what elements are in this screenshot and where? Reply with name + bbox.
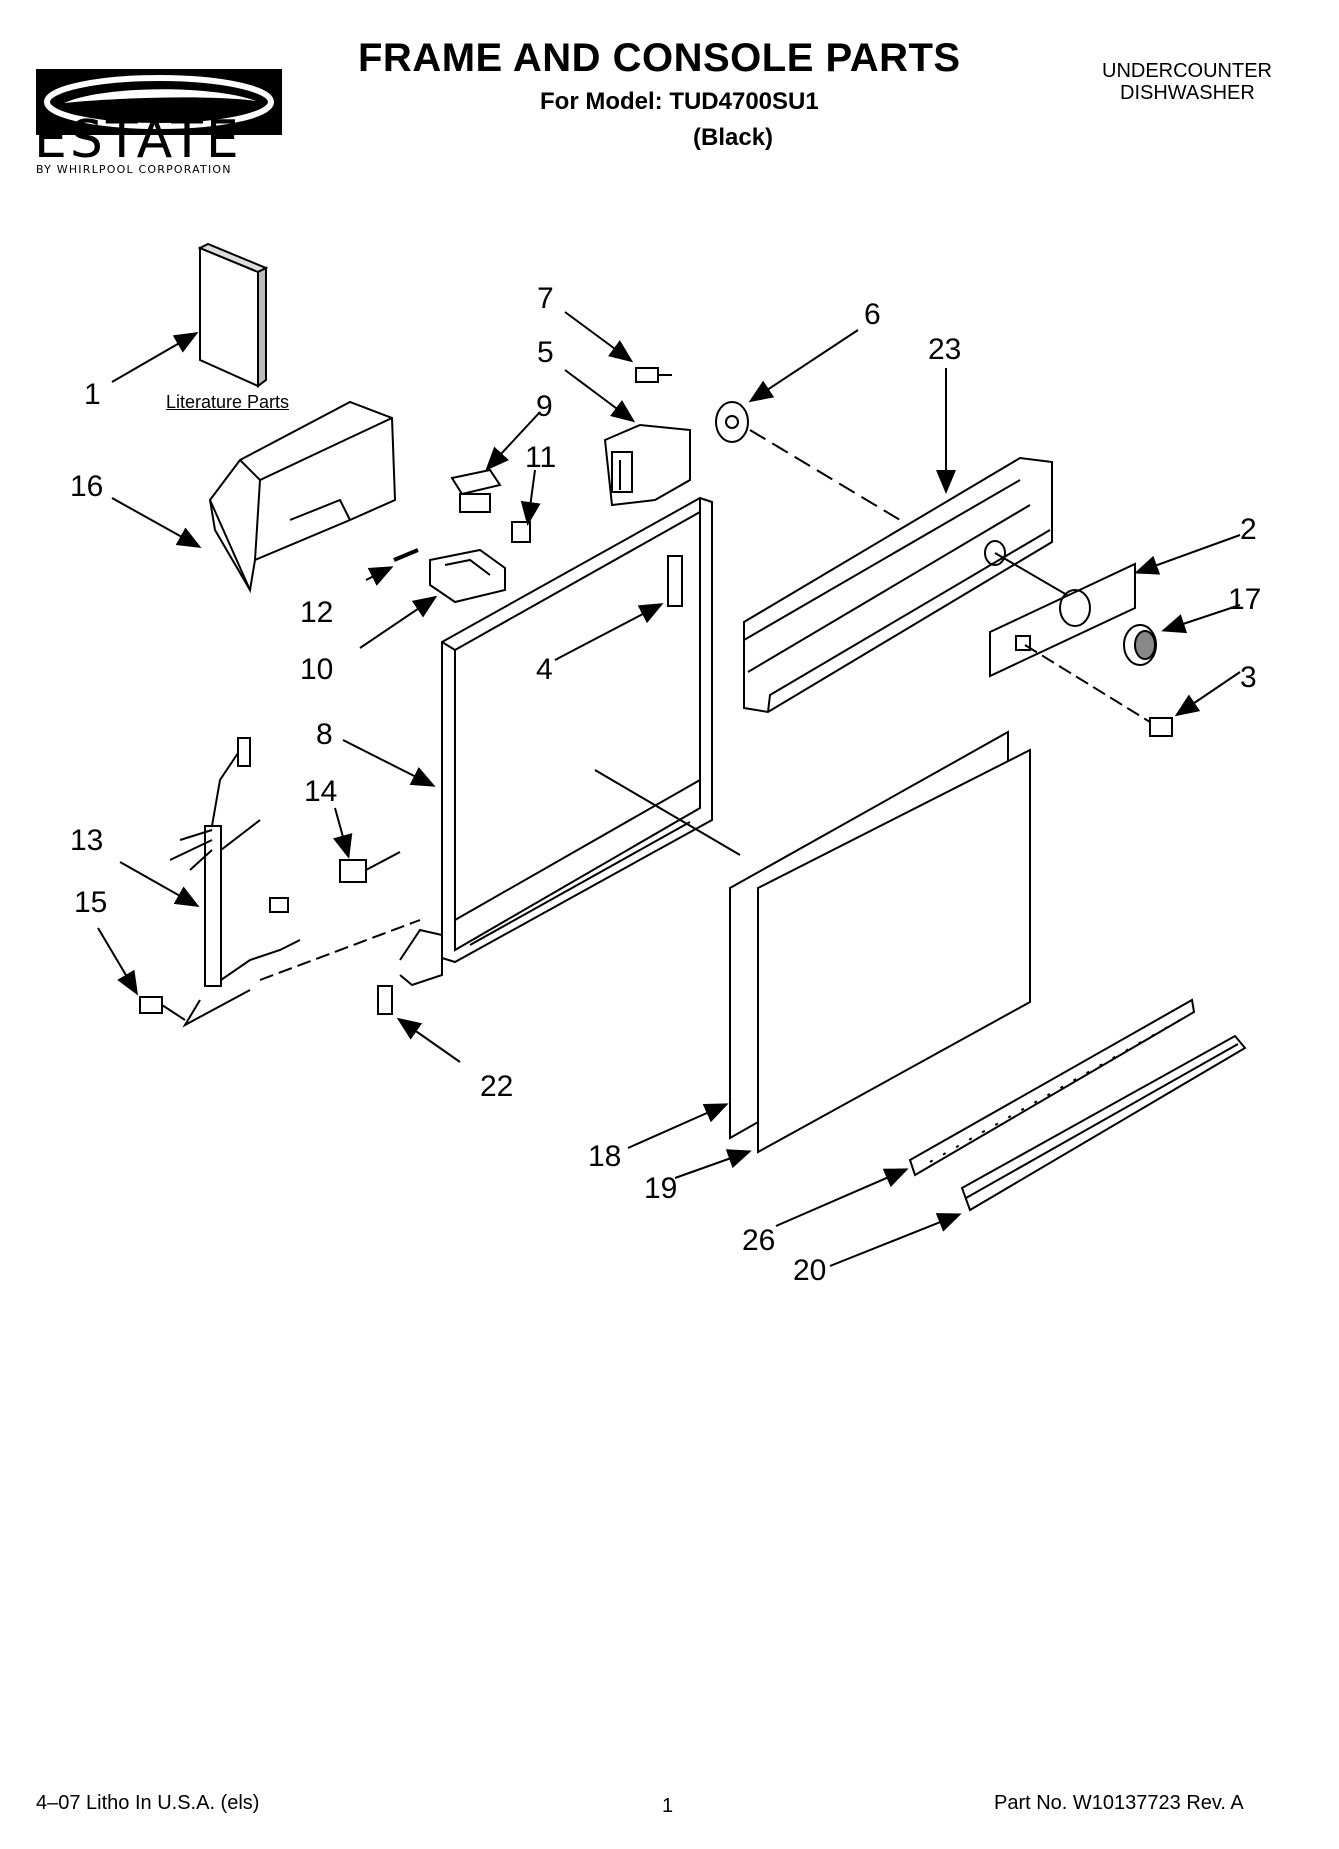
part-7-screw (635, 367, 672, 383)
callout-10: 10 (300, 653, 334, 686)
part-15-screw (139, 996, 186, 1021)
brand-name: ESTATE (34, 110, 242, 170)
part-5-switch (603, 423, 691, 507)
footer-print-info: 4–07 Litho In U.S.A. (els) (36, 1792, 260, 1814)
callout-22: 22 (480, 1070, 514, 1103)
callout-14: 14 (304, 775, 338, 808)
part-14-switch (339, 851, 401, 883)
product-type-line1: UNDERCOUNTER (1102, 60, 1272, 82)
callout-5: 5 (537, 336, 554, 369)
part-13-harness (169, 737, 421, 1028)
callout-4: 4 (536, 653, 553, 686)
callout-11: 11 (525, 441, 557, 474)
part-11 (511, 521, 531, 543)
callout-3: 3 (1240, 661, 1257, 694)
brand-subtitle: BY WHIRLPOOL CORPORATION (36, 163, 232, 176)
callout-17: 17 (1228, 583, 1262, 616)
part-17-knob (1123, 624, 1157, 666)
model-color: (Black) (693, 124, 774, 151)
callout-26: 26 (742, 1224, 776, 1257)
part-12 (393, 548, 419, 562)
callout-9: 9 (536, 390, 553, 423)
callout-8: 8 (316, 718, 333, 751)
callout-1: 1 (84, 378, 101, 411)
callout-19: 19 (644, 1172, 678, 1205)
part-8-frame (399, 496, 741, 987)
part-19-panel (757, 748, 1031, 1154)
page-title: FRAME AND CONSOLE PARTS (358, 36, 961, 80)
callout-20: 20 (793, 1254, 827, 1287)
callout-6: 6 (864, 298, 881, 331)
callout-16: 16 (70, 470, 104, 503)
part-23-console (743, 456, 1111, 714)
part-20-rail (960, 1034, 1247, 1212)
product-type-line2: DISHWASHER (1120, 82, 1255, 104)
callout-23: 23 (928, 333, 962, 366)
literature-booklet (197, 242, 269, 388)
page-number: 1 (662, 1795, 674, 1817)
literature-parts-label: Literature Parts (166, 392, 290, 412)
callout-12: 12 (300, 596, 334, 629)
part-3-switch (1149, 717, 1173, 737)
model-number: For Model: TUD4700SU1 (540, 88, 819, 115)
part-6-dial (715, 401, 749, 443)
part-22-clip (377, 985, 393, 1015)
part-26-rail (908, 998, 1196, 1177)
part-10 (429, 548, 506, 604)
part-9 (450, 468, 502, 513)
callout-2: 2 (1240, 513, 1257, 546)
part-2-overlay (989, 562, 1136, 678)
part-number: Part No. W10137723 Rev. A (994, 1792, 1244, 1814)
estate-logo (36, 69, 282, 135)
leader-arrows (97, 311, 1241, 1267)
part-16-cover (208, 400, 397, 594)
callout-13: 13 (70, 824, 104, 857)
callout-7: 7 (537, 282, 554, 315)
callout-18: 18 (588, 1140, 622, 1173)
callout-15: 15 (74, 886, 108, 919)
